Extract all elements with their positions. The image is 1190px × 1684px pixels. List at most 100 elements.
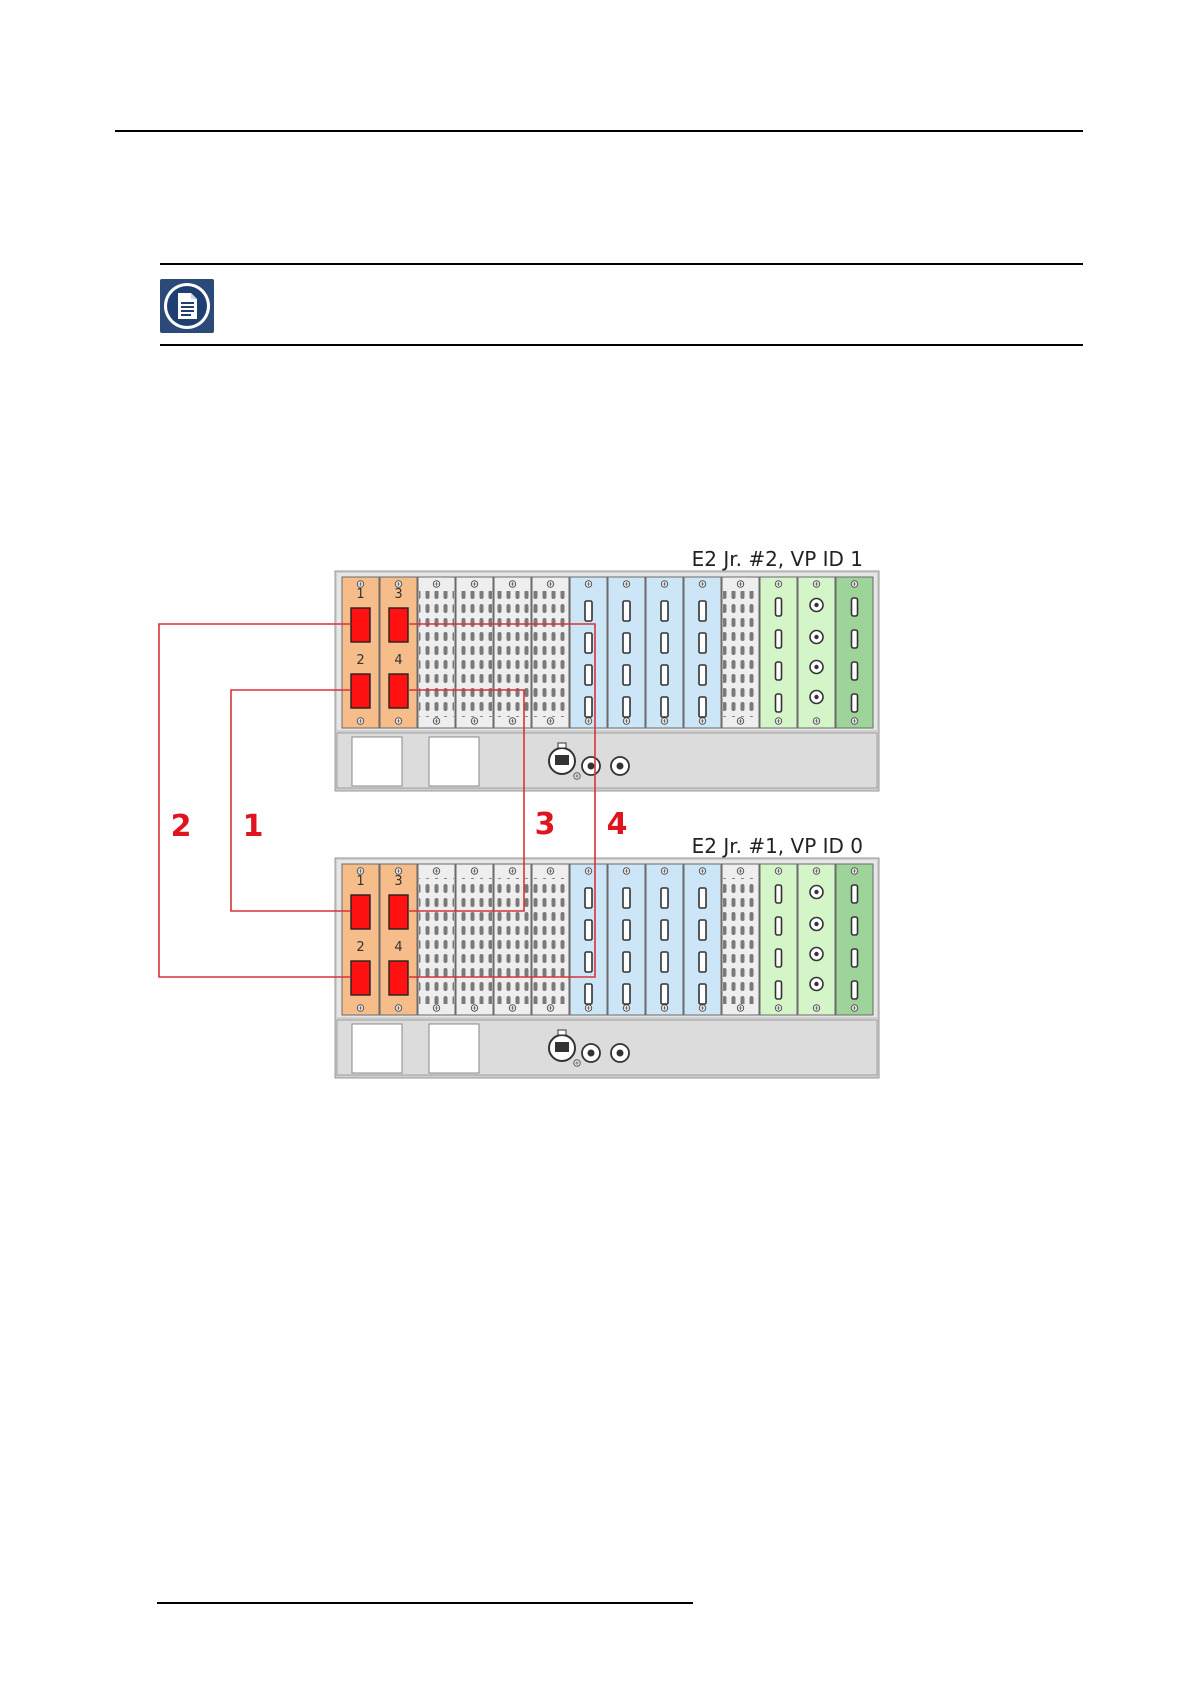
displayport-connector xyxy=(699,920,706,940)
displayport-connector xyxy=(661,601,668,621)
hdmi-connector xyxy=(776,694,782,712)
ethernet-tab xyxy=(558,1030,566,1035)
card-greenl xyxy=(798,864,835,1015)
card-grey xyxy=(456,577,493,728)
card-grey xyxy=(722,864,759,1015)
blank-module-1 xyxy=(352,737,402,786)
hdmi-connector xyxy=(852,694,858,712)
bnc-pin xyxy=(814,603,818,607)
hdmi-connector xyxy=(852,630,858,648)
hdmi-connector xyxy=(776,662,782,680)
hdmi-connector xyxy=(776,949,782,967)
port-label-1: 1 xyxy=(356,874,364,889)
displayport-connector xyxy=(585,665,592,685)
card-grey xyxy=(722,577,759,728)
displayport-connector xyxy=(585,952,592,972)
card-grey xyxy=(494,577,531,728)
port-label-2: 2 xyxy=(356,653,364,668)
blank-module-2 xyxy=(429,737,479,786)
card-grey xyxy=(494,864,531,1015)
cable-label-4: 4 xyxy=(607,807,628,842)
displayport-connector xyxy=(699,601,706,621)
displayport-connector xyxy=(585,697,592,717)
cable-label-1: 1 xyxy=(243,809,264,844)
card-greenl xyxy=(798,577,835,728)
hdmi-connector xyxy=(852,917,858,935)
port-label-3: 3 xyxy=(394,874,402,889)
displayport-connector xyxy=(585,984,592,1004)
card-blue xyxy=(608,577,645,728)
card-grey xyxy=(532,577,569,728)
vent-holes xyxy=(533,591,568,717)
displayport-connector xyxy=(699,888,706,908)
displayport-connector xyxy=(623,952,630,972)
vent-holes xyxy=(533,878,568,1004)
hdmi-connector xyxy=(852,662,858,680)
displayport-connector xyxy=(661,633,668,653)
displayport-connector xyxy=(661,984,668,1004)
hdmi-connector xyxy=(776,630,782,648)
bnc-pin xyxy=(814,982,818,986)
displayport-connector xyxy=(661,920,668,940)
hdmi-connector xyxy=(852,949,858,967)
hdmi-connector xyxy=(852,885,858,903)
displayport-connector xyxy=(661,665,668,685)
vent-holes xyxy=(723,878,758,1004)
bnc-pin xyxy=(814,890,818,894)
port-label-2: 2 xyxy=(356,940,364,955)
card-blue xyxy=(684,864,721,1015)
hdmi-connector xyxy=(852,598,858,616)
bnc-pin xyxy=(814,952,818,956)
sync-connector-pin xyxy=(617,763,624,770)
port-label-4: 4 xyxy=(394,653,402,668)
lower-panel xyxy=(337,1020,877,1075)
ethernet-jack xyxy=(555,1042,569,1052)
card-blue xyxy=(608,864,645,1015)
port-3 xyxy=(389,895,408,929)
vent-holes xyxy=(457,591,492,717)
displayport-connector xyxy=(585,601,592,621)
hdmi-connector xyxy=(776,981,782,999)
port-1 xyxy=(351,895,370,929)
bnc-pin xyxy=(814,665,818,669)
hdmi-connector xyxy=(852,981,858,999)
card-grey xyxy=(532,864,569,1015)
displayport-connector xyxy=(585,888,592,908)
displayport-connector xyxy=(661,888,668,908)
card-greenl xyxy=(760,577,797,728)
port-label-4: 4 xyxy=(394,940,402,955)
sync-connector-pin xyxy=(617,1050,624,1057)
card-greenl xyxy=(760,864,797,1015)
card-grey xyxy=(418,864,455,1015)
card-blue xyxy=(646,864,683,1015)
displayport-connector xyxy=(623,888,630,908)
cable-label-2: 2 xyxy=(171,809,192,844)
card-green xyxy=(836,577,873,728)
unit-e2jr-1: 1 2 3 4 xyxy=(335,858,879,1078)
displayport-connector xyxy=(623,920,630,940)
displayport-connector xyxy=(623,697,630,717)
cable-1 xyxy=(231,690,351,911)
ethernet-jack xyxy=(555,755,569,765)
displayport-connector xyxy=(623,601,630,621)
displayport-connector xyxy=(623,984,630,1004)
vent-holes xyxy=(419,591,454,717)
port-label-1: 1 xyxy=(356,587,364,602)
displayport-connector xyxy=(623,633,630,653)
port-label-3: 3 xyxy=(394,587,402,602)
sync-connector-pin xyxy=(588,763,595,770)
unit-e2jr-2: 1 2 3 4 xyxy=(335,571,879,791)
port-3 xyxy=(389,608,408,642)
vent-holes xyxy=(457,878,492,1004)
port-4 xyxy=(389,674,408,708)
bnc-pin xyxy=(814,695,818,699)
port-4 xyxy=(389,961,408,995)
card-green xyxy=(836,864,873,1015)
unit-label-e2jr-1: E2 Jr. #1, VP ID 0 xyxy=(692,834,863,858)
hdmi-connector xyxy=(776,885,782,903)
blank-module-1 xyxy=(352,1024,402,1073)
displayport-connector xyxy=(699,984,706,1004)
card-blue xyxy=(646,577,683,728)
cable-2 xyxy=(159,624,351,977)
